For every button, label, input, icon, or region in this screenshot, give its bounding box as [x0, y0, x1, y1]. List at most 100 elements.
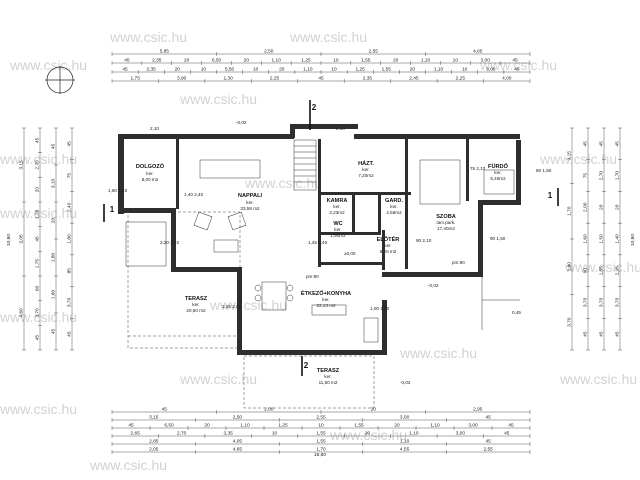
watermark: www.csic.hu: [559, 371, 637, 387]
level-mark: -0,02: [400, 380, 411, 385]
dimension-value: 3,70: [35, 308, 41, 318]
dimension-value: 10: [462, 67, 468, 73]
dimension-value: 1,10: [434, 67, 444, 73]
dimension-value: 2,70: [35, 160, 41, 170]
dimension-value: 3,00: [456, 431, 466, 437]
opening-note: 90 2,10: [416, 238, 432, 243]
dimension-value: 45: [599, 331, 605, 337]
section-mark-right: 1: [548, 191, 553, 200]
level-mark: ±0,00: [344, 251, 356, 256]
opening-note: 90 1,50: [490, 236, 506, 241]
room-kamra: KAMRA ker. 2,23m2: [327, 198, 348, 215]
dimension-value: 1,60: [583, 234, 589, 244]
dimension-value: 1,10: [409, 431, 419, 437]
dimension-value: 10: [201, 67, 207, 73]
room-area: 11,50 m2: [319, 380, 338, 385]
room-name: GARD.: [385, 198, 403, 204]
dimension-value: 10: [272, 431, 278, 437]
dimension-value: 2,95: [473, 407, 483, 413]
opening-note: 1,00 1,50: [370, 306, 390, 311]
room-floor: ker.: [324, 374, 331, 379]
dimension-value: 45: [67, 141, 73, 147]
dimension-value: 1,55: [316, 439, 326, 445]
section-mark-left: 1: [110, 205, 115, 214]
dimension-value: 2,70: [177, 431, 187, 437]
dimension-value: 3,00: [468, 423, 478, 429]
dimension-value: 20: [371, 407, 377, 413]
dimension-value: 4,65: [473, 49, 483, 55]
dimension-value: 45: [35, 236, 41, 242]
watermark: www.csic.hu: [0, 205, 77, 221]
dimension-value: 45: [35, 335, 41, 341]
dimension-value: 2,40: [67, 202, 73, 212]
dimension-value: 2,05: [149, 447, 159, 453]
room-area: 8,00 m2: [142, 177, 159, 182]
dimension-value: 3,00: [481, 58, 491, 64]
watermark-layer: www.csic.hu www.csic.hu www.csic.hu www.…: [0, 29, 640, 473]
room-area: 5,40m2: [490, 176, 506, 181]
dimension-value: 6,50: [164, 423, 174, 429]
opening-note: 75 2,10: [470, 166, 486, 171]
dimension-value: 20: [599, 204, 605, 210]
dimension-value: 3,70: [567, 317, 573, 327]
dimension-value: 3,15: [567, 151, 573, 161]
room-name: HÁZT.: [358, 160, 374, 167]
opening-note: 2,10: [336, 126, 345, 131]
dimension-value: 1,10: [303, 67, 313, 73]
dimension-value: 3,15: [149, 415, 159, 421]
watermark: www.csic.hu: [244, 175, 322, 191]
dimension-value: 75: [583, 173, 589, 179]
dimension-value: 90: [583, 268, 589, 274]
dimension-value: 3,35: [223, 431, 233, 437]
room-area: 1,90m2: [330, 233, 346, 238]
dimension-value: 3,70: [615, 297, 621, 307]
dimension-value: 20: [365, 431, 371, 437]
room-area: 17,40m2: [437, 226, 455, 231]
dimension-value: 1,55: [354, 423, 364, 429]
dimension-value: 1,40: [615, 234, 621, 244]
dimension-value: 45: [122, 67, 128, 73]
dimension-value: 10: [253, 67, 259, 73]
dimension-value: 2,55: [484, 447, 494, 453]
dimension-value: 1,10: [240, 423, 250, 429]
total-height-right: 10,80: [630, 234, 636, 246]
room-floor: ker.: [494, 170, 501, 175]
room-nappali: NAPPALI ker. 33,58 m2: [238, 193, 263, 211]
level-mark: -0,02: [236, 120, 247, 125]
dimension-value: 45: [599, 141, 605, 147]
total-length: 16,80: [314, 452, 326, 458]
dimension-value: 1,80: [67, 234, 73, 244]
section-mark-bottom: 2: [304, 361, 309, 370]
room-name: ÉTKEZŐ+KONYHA: [301, 289, 351, 297]
dimension-value: 45: [504, 431, 510, 437]
dimension-value: 20: [175, 67, 181, 73]
dimension-value: 10: [453, 58, 459, 64]
dimension-value: 4,60: [19, 308, 25, 318]
watermark: www.csic.hu: [399, 345, 477, 361]
dimension-value: 6,50: [212, 58, 222, 64]
section-markers: 2 2 1 1: [103, 100, 559, 376]
dimension-value: 2,00: [264, 407, 274, 413]
dimension-value: 1,55: [361, 58, 371, 64]
dimension-value: 2,25: [456, 76, 466, 82]
dimension-value: 2,15: [615, 266, 621, 276]
dimension-value: 4,65: [233, 447, 243, 453]
opening-note: pm:90: [306, 274, 319, 279]
dimension-value: 45: [124, 58, 130, 64]
watermark: www.csic.hu: [179, 91, 257, 107]
room-floor: ker.: [384, 243, 391, 248]
room-name: SZOBA: [436, 214, 456, 220]
dimension-value: 3,70: [583, 297, 589, 307]
room-terasz-south: TERASZ ker. 11,50 m2: [317, 368, 340, 385]
dimension-value: 1,70: [316, 447, 326, 453]
room-eloter: ELŐTÉR ker. 8,20 m2: [377, 235, 400, 254]
room-labels: DOLGOZÓ ker. 8,00 m2 NAPPALI ker. 33,58 …: [136, 160, 509, 385]
dimension-value: 20: [279, 67, 285, 73]
dimension-value: 20: [394, 423, 400, 429]
dimension-value: 1,20: [35, 209, 41, 219]
room-gard: GARD. ker. 2,56m2: [385, 198, 403, 215]
room-area: 33,58 m2: [240, 206, 260, 211]
dimension-value: 45: [615, 331, 621, 337]
dimension-value: 3,00: [486, 67, 496, 73]
